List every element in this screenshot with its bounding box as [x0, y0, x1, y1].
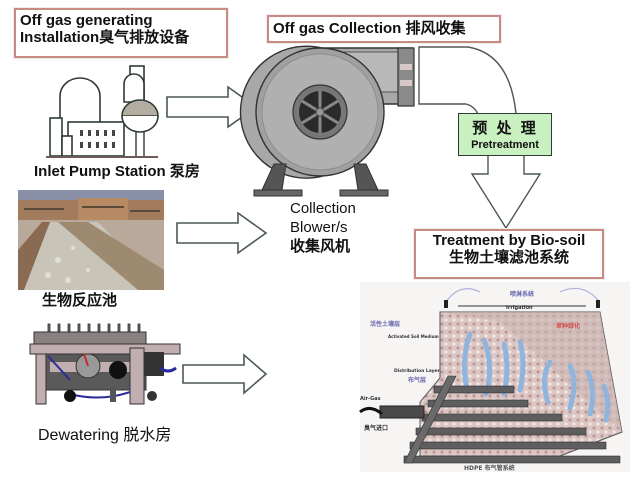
- arrow-down-icon: [470, 153, 542, 230]
- distribution-zh-label: 布气层: [407, 376, 426, 384]
- activated-soil-zh-label: 活性土壤层: [370, 320, 400, 328]
- arrow-right-icon: [182, 353, 268, 395]
- pretreatment-zh: 预 处 理: [472, 119, 538, 137]
- blower-label-line2: Blower/s: [290, 219, 348, 236]
- treatment-title-box: Treatment by Bio-soil 生物土壤滤池系统: [414, 229, 604, 279]
- biofilter-cross-section: 喷淋系统 Irrigation 活性土壤层 Activated Soil Med…: [359, 282, 630, 472]
- pretreatment-box: 预 处 理 Pretreatment: [458, 113, 552, 156]
- treatment-title-line2: 生物土壤滤池系统: [448, 249, 569, 267]
- source-title-box: Off gas generating Installation臭气排放设备: [14, 8, 228, 58]
- distribution-en-label: Distribution Layer: [394, 368, 441, 374]
- dewatering-press-icon: [29, 323, 181, 405]
- pipes-label: HDPE 布气管系统: [464, 464, 515, 472]
- collection-title-box: Off gas Collection 排风收集: [267, 15, 501, 43]
- blower-label-line3: 收集风机: [290, 238, 351, 255]
- factory-icon: [46, 65, 159, 158]
- bio-reactor-label: 生物反应池: [42, 292, 118, 309]
- duct-elbow: [418, 46, 517, 115]
- source-title-line1: Off gas generating: [20, 12, 153, 29]
- arrow-right-icon: [176, 211, 268, 255]
- collection-title: Off gas Collection 排风收集: [273, 20, 466, 37]
- pretreatment-en: Pretreatment: [471, 139, 539, 151]
- blower-label-line1: Collection: [290, 200, 356, 217]
- blower-label: Collection Blower/s 收集风机: [290, 199, 356, 256]
- centrifugal-blower-icon: [239, 45, 415, 197]
- irrigation-label: Irrigation: [506, 305, 533, 311]
- air-in-label: Air-Gas: [360, 396, 381, 402]
- source-title-line2: Installation臭气排放设备: [20, 29, 190, 47]
- vegetation-label: 草种绿化: [556, 322, 580, 330]
- reactor-basin-photo: [18, 190, 164, 290]
- activated-soil-en-label: Activated Soil Medium: [388, 334, 439, 339]
- treatment-title-line1: Treatment by Bio-soil: [432, 232, 586, 249]
- dewatering-label: Dewatering 脱水房: [38, 427, 172, 444]
- air-in-zh-label: 臭气进口: [364, 424, 388, 432]
- spray-system-label: 喷淋系统: [510, 290, 534, 298]
- inlet-pump-station-label: Inlet Pump Station 泵房: [34, 163, 200, 180]
